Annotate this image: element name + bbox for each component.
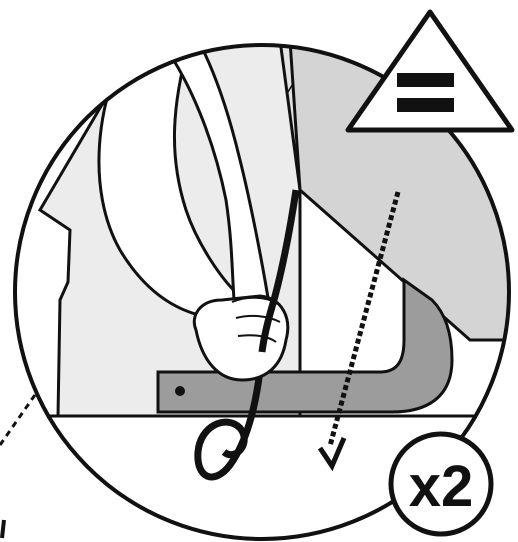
leader-dash-bottom — [2, 520, 4, 538]
multiplier-badge: x2 — [391, 434, 491, 534]
multiplier-badge-text: x2 — [409, 454, 474, 519]
bracket-screw-hole — [175, 386, 185, 396]
